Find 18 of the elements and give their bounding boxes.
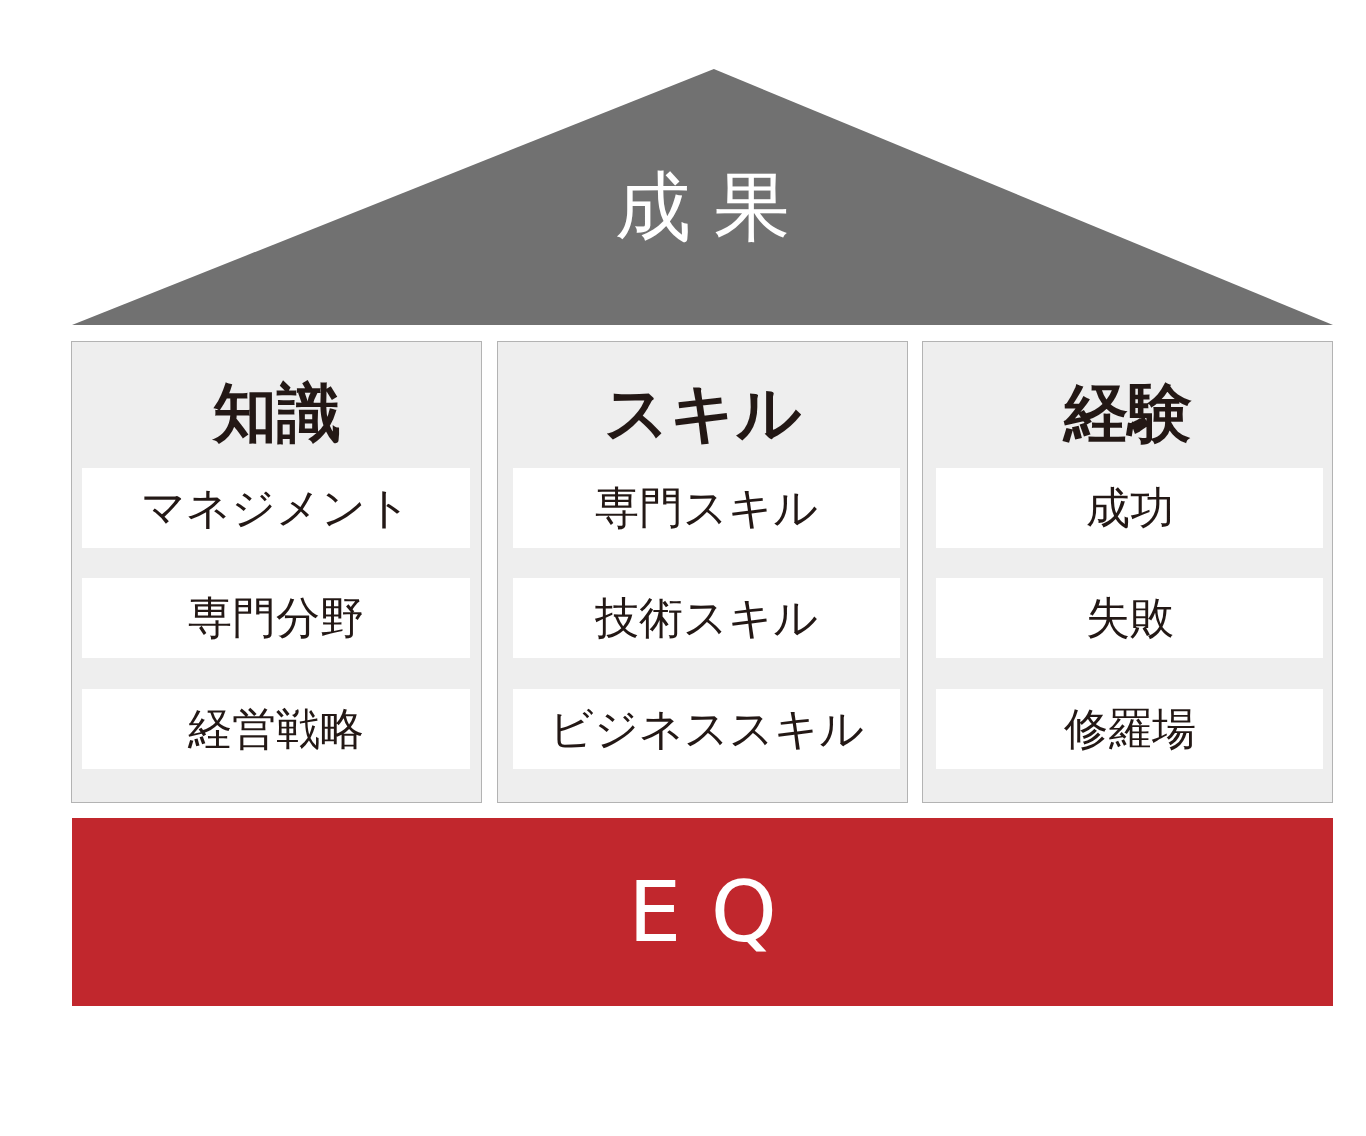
item-label: ビジネススキル xyxy=(549,707,864,751)
item-label: 成功 xyxy=(1085,486,1174,530)
item-label: 技術スキル xyxy=(595,596,818,640)
roof-label: 成果 xyxy=(614,169,813,245)
pillar-heading: スキル xyxy=(603,381,802,445)
item-label: 専門スキル xyxy=(595,486,818,530)
foundation-band xyxy=(72,818,1333,1006)
foundation-label: EQ xyxy=(627,870,807,954)
pillar-heading: 知識 xyxy=(212,381,341,445)
item-label: 経営戦略 xyxy=(188,707,364,751)
item-label: マネジメント xyxy=(141,486,411,530)
pillar-panel xyxy=(497,341,908,803)
item-label: 修羅場 xyxy=(1063,707,1196,751)
pillar-panel xyxy=(922,341,1333,803)
item-label: 専門分野 xyxy=(188,596,364,640)
pillar-heading: 経験 xyxy=(1063,381,1192,445)
item-label: 失敗 xyxy=(1085,596,1174,640)
pillar-panel xyxy=(71,341,482,803)
